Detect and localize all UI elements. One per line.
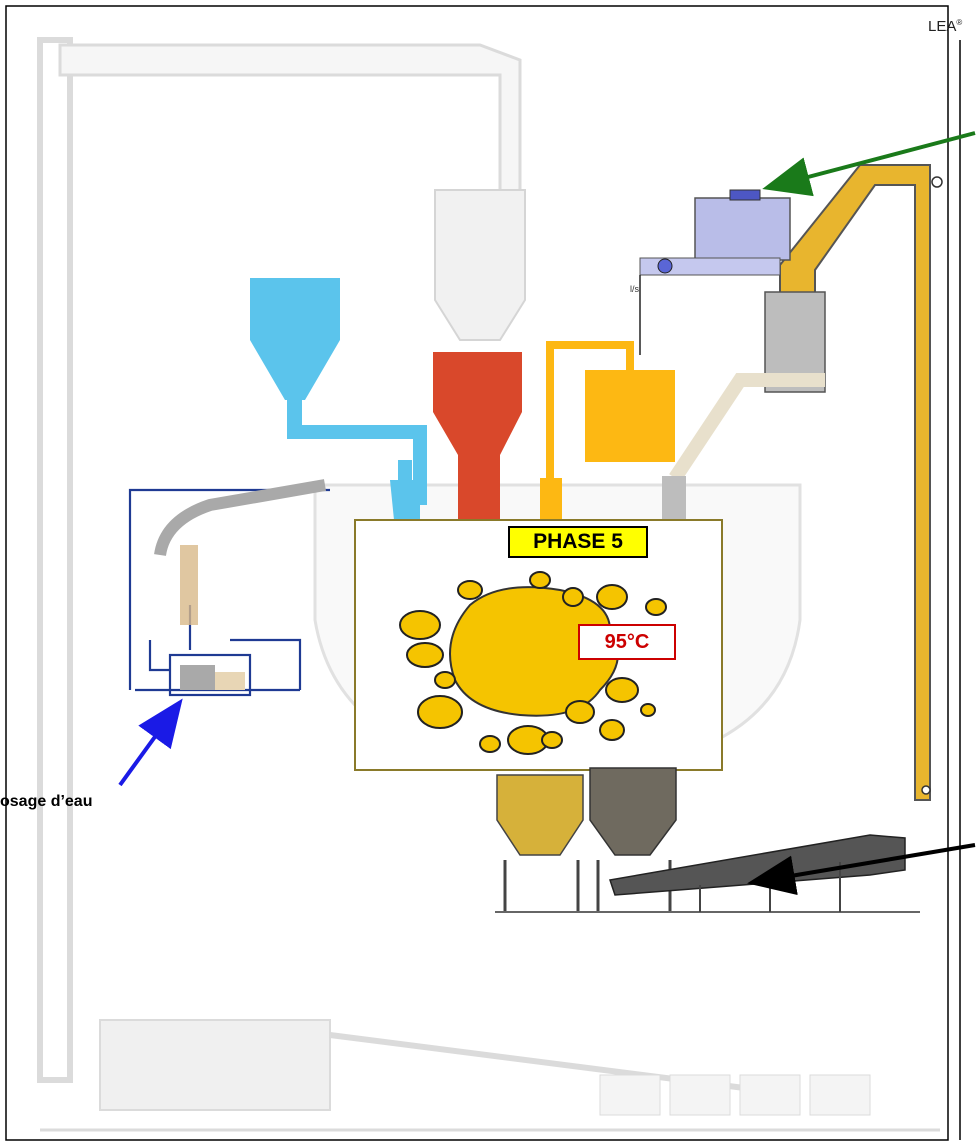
temperature-badge: 95°C [578,624,676,660]
elevator-pulley-bottom [922,786,930,794]
additive-tank [695,198,790,260]
hot-elevator [780,165,930,800]
hot-bin-2 [590,768,676,855]
brand-logo: LEA® [928,18,962,35]
water-dosing-label: osage d’eau [0,793,92,811]
water-circuit [130,490,330,695]
elevator-pulley-top [932,177,942,187]
additive-weigher [585,370,675,462]
phase-badge: PHASE 5 [508,526,648,558]
brand-name: LEA [928,18,956,35]
flow-meter-label: l/s [630,284,639,294]
water-duct [160,485,325,555]
brand-mark: ® [956,18,962,27]
tank-lid [730,190,760,200]
pointer-arrow-blue [120,705,178,785]
hot-bin-1 [497,775,583,855]
recycled-chute [675,380,825,478]
filler-hopper [250,278,340,400]
